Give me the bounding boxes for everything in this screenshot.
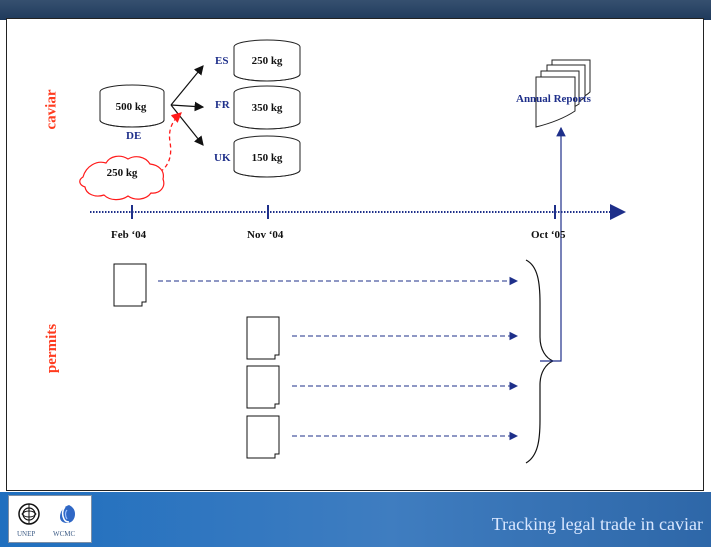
cloud-arrow <box>159 112 182 173</box>
timeline-label-nov: Nov ‘04 <box>247 229 284 241</box>
permits-section <box>113 126 566 464</box>
arrow-to-es <box>170 65 204 106</box>
caviar-label: caviar <box>43 89 60 130</box>
country-de-label: DE <box>126 130 142 142</box>
country-es-label: ES <box>215 55 229 67</box>
permit-doc-3 <box>246 365 280 409</box>
footer-title: Tracking legal trade in caviar <box>491 514 703 534</box>
cloud-shape <box>79 155 165 201</box>
permits-label: permits <box>44 323 61 374</box>
amount-es: 250 kg <box>251 55 283 67</box>
caviar-section <box>79 39 591 201</box>
amount-fr: 350 kg <box>251 102 283 114</box>
footer-band <box>0 492 711 547</box>
arrow-to-fr <box>170 101 205 112</box>
wcmc-logo-icon <box>60 505 75 523</box>
permit-doc-4 <box>246 415 280 459</box>
country-uk-label: UK <box>214 152 231 164</box>
permit-doc-2 <box>246 316 280 360</box>
target-cylinder-es <box>233 39 301 82</box>
permit-doc-1 <box>113 263 147 307</box>
country-fr-label: FR <box>215 99 230 111</box>
source-cylinder-de <box>99 84 165 128</box>
cloud-amount: 250 kg <box>106 167 138 179</box>
timeline-section <box>90 204 626 220</box>
annual-reports-label: Annual Reports <box>516 93 591 105</box>
unep-logo-icon <box>18 503 40 525</box>
wcmc-logo-text: WCMC <box>53 530 76 538</box>
arrow-to-uk <box>170 104 204 146</box>
unep-logo-text: UNEP <box>17 530 36 538</box>
timeline-label-feb: Feb ‘04 <box>111 229 147 241</box>
amount-uk: 150 kg <box>251 152 283 164</box>
reports-link-arrow <box>540 126 566 362</box>
amount-de: 500 kg <box>115 101 147 113</box>
logo-box: UNEP WCMC <box>8 495 92 543</box>
target-cylinder-uk <box>233 135 301 178</box>
annual-reports-stack <box>535 59 591 128</box>
target-cylinder-fr <box>233 85 301 130</box>
timeline-label-oct: Oct ‘05 <box>531 229 566 241</box>
top-band <box>0 0 711 20</box>
